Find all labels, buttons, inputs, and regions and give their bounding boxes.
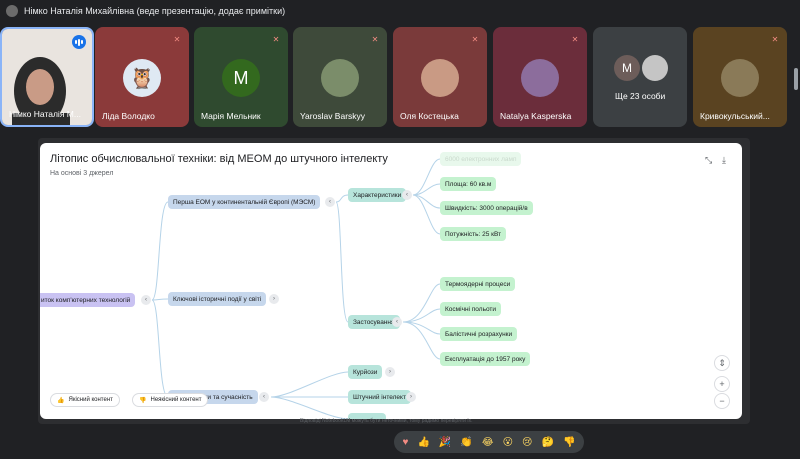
photo-avatar: [721, 59, 759, 97]
zoom-in-button[interactable]: +: [714, 376, 730, 392]
collapse-chevron-icon[interactable]: ‹: [141, 295, 151, 305]
clap-icon[interactable]: 👏: [460, 436, 473, 448]
thumbs-up-icon: 👍: [57, 397, 65, 404]
photo-avatar: [642, 55, 668, 81]
participant-tile[interactable]: ✕ Yaroslav Barskyy: [293, 27, 387, 127]
participant-name: Ліда Володко: [102, 111, 155, 121]
sad-icon[interactable]: 😢: [522, 436, 533, 448]
sub-node-partial[interactable]: [348, 413, 386, 419]
good-content-button[interactable]: 👍 Якісний контент: [50, 393, 120, 407]
leaf-node-exploitation[interactable]: Експлуатація до 1957 року: [440, 352, 531, 366]
thumbs-down-icon: 👎: [139, 397, 147, 404]
leaf-node-area[interactable]: Площа: 60 кв.м: [440, 177, 497, 191]
leaf-node-speed[interactable]: Швидкість: 3000 операцій/в: [440, 201, 533, 215]
mic-off-icon: ✕: [471, 34, 479, 44]
mic-off-icon: ✕: [371, 34, 379, 44]
owl-avatar-icon: 🦉: [123, 59, 161, 97]
mic-off-icon: ✕: [173, 34, 181, 44]
sub-node-applications[interactable]: Застосування: [348, 315, 400, 329]
mic-off-icon: ✕: [771, 34, 779, 44]
photo-avatar: [521, 59, 559, 97]
participant-tile[interactable]: ✕ 🦉 Ліда Володко: [95, 27, 189, 127]
participant-tile[interactable]: ✕ Natalya Kasperska: [493, 27, 587, 127]
surprised-icon[interactable]: 😮: [502, 436, 513, 448]
leaf-node-ballistic[interactable]: Балістичні розрахунки: [440, 327, 518, 341]
participant-name: Ще 23 особи: [615, 91, 666, 101]
participant-tile[interactable]: ✕ Кривокульський...: [693, 27, 787, 127]
participant-name: Yaroslav Barskyy: [300, 111, 366, 121]
expand-chevron-icon[interactable]: ›: [406, 392, 416, 402]
participant-name: Natalya Kasperska: [500, 111, 572, 121]
participant-name: Оля Костецька: [400, 111, 459, 121]
good-content-label: Якісний контент: [68, 397, 113, 403]
party-icon[interactable]: 🎉: [438, 436, 452, 448]
mindmap-slide: Літопис обчислювальної техніки: від МЕОМ…: [40, 143, 742, 419]
download-icon[interactable]: ⤓: [722, 155, 726, 165]
speaking-indicator-icon: [72, 35, 86, 49]
mindmap-connectors: [151, 158, 441, 419]
photo-avatar: [421, 59, 459, 97]
slide-subtitle: На основі 3 джерел: [50, 170, 114, 177]
thumbs-down-icon[interactable]: 👎: [562, 436, 576, 448]
leaf-node-faded[interactable]: 6000 електронних ламп: [440, 152, 522, 166]
participant-name: Марія Мельник: [201, 111, 261, 121]
branch-node-first-computer[interactable]: Перша ЕОМ у континентальній Європі (МЭСМ…: [168, 195, 321, 209]
thinking-icon[interactable]: 🤔: [541, 436, 554, 448]
reactions-bar: ♥ 👍 🎉 👏 😂 😮 😢 🤔 👎: [394, 431, 584, 453]
collapse-chevron-icon[interactable]: ‹: [402, 190, 412, 200]
bad-content-button[interactable]: 👎 Неякісний контент: [132, 393, 209, 407]
thumbs-up-icon[interactable]: 👍: [417, 436, 430, 448]
sub-node-characteristics[interactable]: Характеристики: [348, 188, 407, 202]
leaf-node-power[interactable]: Потужність: 25 кВт: [440, 227, 507, 241]
participant-tile-group[interactable]: M Ще 23 особи: [593, 27, 687, 127]
mic-off-icon: ✕: [571, 34, 579, 44]
participant-tile-self[interactable]: Німко Наталія М...: [0, 27, 94, 127]
collapse-chevron-icon[interactable]: ‹: [259, 392, 269, 402]
presenter-bar: Німко Наталія Михайлівна (веде презентац…: [0, 0, 800, 22]
participant-tile[interactable]: ✕ M Марія Мельник: [194, 27, 288, 127]
photo-avatar: [321, 59, 359, 97]
branch-node-key-events[interactable]: Ключові історичні події у світі: [168, 292, 267, 306]
root-node[interactable]: иток комп'ютерних технологій: [40, 293, 136, 307]
sub-node-curiosities[interactable]: Курйози: [348, 365, 383, 379]
sub-node-ai[interactable]: Штучний інтелект: [348, 390, 411, 404]
expand-chevron-icon[interactable]: ›: [385, 367, 395, 377]
collapse-chevron-icon[interactable]: ‹: [325, 197, 335, 207]
leaf-node-thermo[interactable]: Термоядерні процеси: [440, 277, 516, 291]
participant-name: Кривокульський...: [700, 111, 770, 121]
letter-avatar: M: [222, 59, 260, 97]
presenter-title: Німко Наталія Михайлівна (веде презентац…: [24, 6, 286, 16]
collapse-icon[interactable]: ⤡: [705, 155, 713, 165]
user-avatar-icon: [6, 5, 18, 17]
participant-name: Німко Наталія М...: [9, 109, 81, 119]
tiles-scrollbar[interactable]: [794, 68, 798, 90]
participant-strip: Німко Наталія М... ✕ 🦉 Ліда Володко ✕ M …: [0, 27, 800, 129]
disclaimer-caption: Відповіді NotebookLM можуть бути неточни…: [300, 418, 473, 424]
collapse-chevron-icon[interactable]: ‹: [392, 317, 402, 327]
bad-content-label: Неякісний контент: [150, 397, 202, 403]
leaf-node-space[interactable]: Космічні польоти: [440, 302, 502, 316]
zoom-out-button[interactable]: −: [714, 393, 730, 409]
participant-tile[interactable]: ✕ Оля Костецька: [393, 27, 487, 127]
laugh-icon[interactable]: 😂: [481, 436, 494, 448]
heart-icon[interactable]: ♥: [402, 436, 409, 448]
letter-avatar: M: [614, 55, 640, 81]
expand-chevron-icon[interactable]: ›: [269, 294, 279, 304]
fit-view-icon[interactable]: ⇕: [714, 355, 730, 371]
slide-title: Літопис обчислювальної техніки: від МЕОМ…: [50, 153, 388, 165]
mic-off-icon: ✕: [272, 34, 280, 44]
